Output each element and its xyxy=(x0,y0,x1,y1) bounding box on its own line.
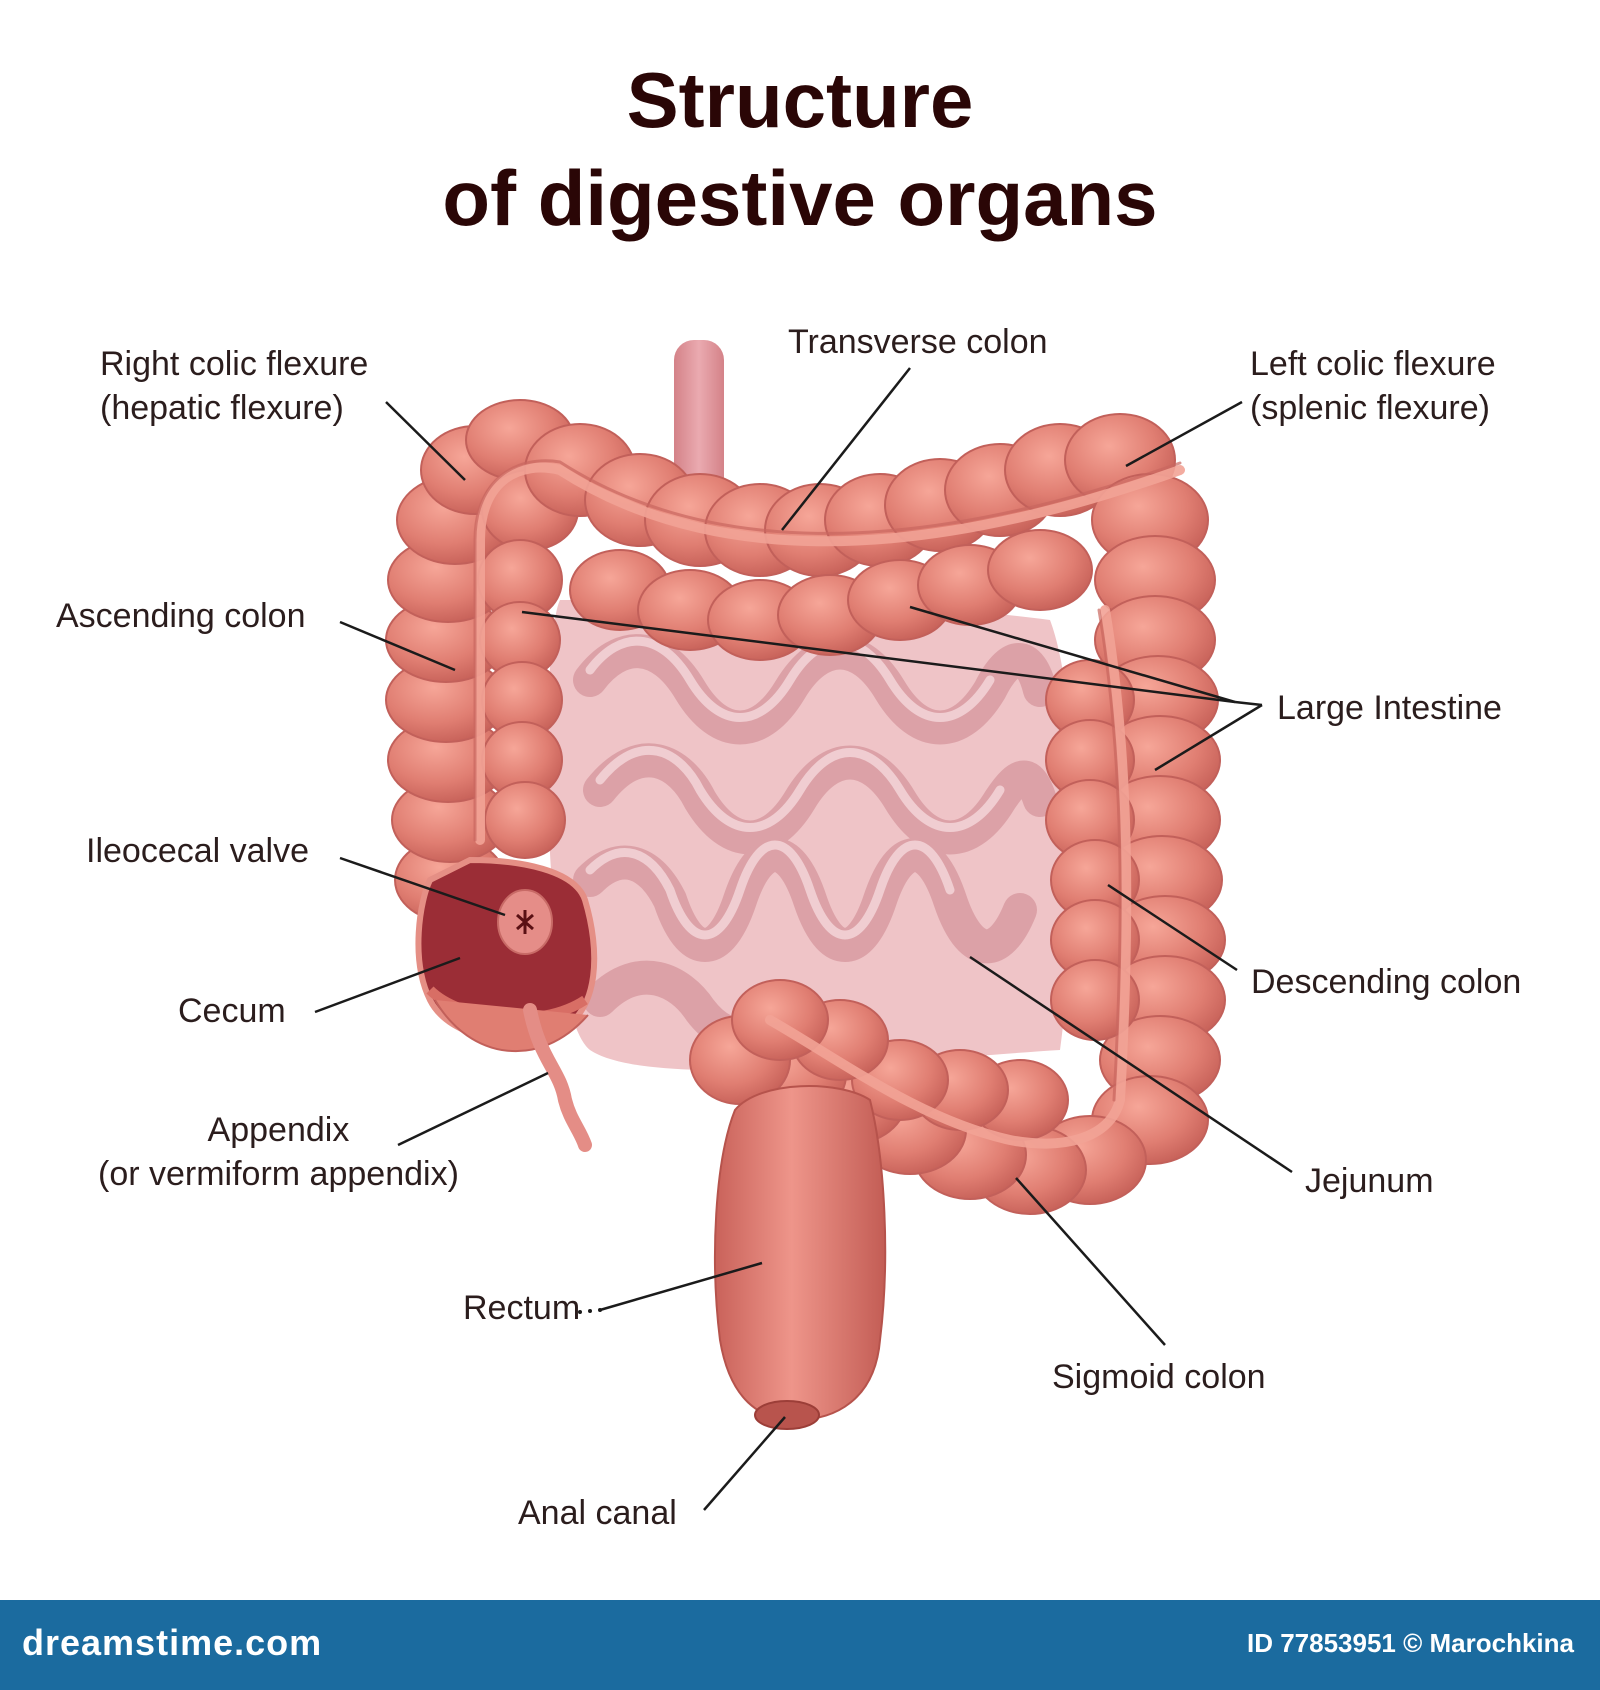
author-credit: © Marochkina xyxy=(1403,1628,1574,1658)
label-left-colic-flexure: Left colic flexure (splenic flexure) xyxy=(1250,345,1496,427)
taenia-coli xyxy=(475,462,1185,1149)
label-ascending-colon: Ascending colon xyxy=(56,597,306,635)
anal-canal xyxy=(754,1400,820,1430)
footer-credit: ID 77853951 © Marochkina xyxy=(1247,1628,1574,1659)
footer-brand[interactable]: dreamstime.com xyxy=(22,1622,323,1663)
label-descending-colon: Descending colon xyxy=(1251,963,1522,1001)
small-intestine xyxy=(547,600,1074,1071)
image-id: ID 77853951 xyxy=(1246,1628,1396,1658)
label-jejunum: Jejunum xyxy=(1305,1162,1434,1200)
esophagus xyxy=(674,340,724,500)
label-right-colic-flexure: Right colic flexure (hepatic flexure) xyxy=(100,345,369,427)
label-anal-canal: Anal canal xyxy=(518,1494,677,1532)
title-line-2: of digestive organs xyxy=(442,154,1158,242)
label-sigmoid-colon: Sigmoid colon xyxy=(1052,1358,1266,1396)
cecum xyxy=(415,856,598,1053)
label-ileocecal-valve: Ileocecal valve xyxy=(86,832,310,870)
appendix xyxy=(523,1003,592,1152)
leader-lines xyxy=(314,367,1293,1511)
label-rectum: Rectum xyxy=(463,1289,581,1327)
label-transverse-colon: Transverse colon xyxy=(788,323,1048,361)
large-intestine xyxy=(385,399,1226,1215)
label-cecum: Cecum xyxy=(178,992,286,1030)
rectum xyxy=(714,1085,887,1422)
title-line-1: Structure xyxy=(626,56,974,144)
label-large-intestine: Large Intestine xyxy=(1277,689,1502,727)
label-appendix: Appendix (or vermiform appendix) xyxy=(98,1111,459,1193)
digestive-diagram xyxy=(314,340,1293,1511)
footer-bar: dreamstime.com ID 77853951 © Marochkina xyxy=(0,1600,1600,1690)
